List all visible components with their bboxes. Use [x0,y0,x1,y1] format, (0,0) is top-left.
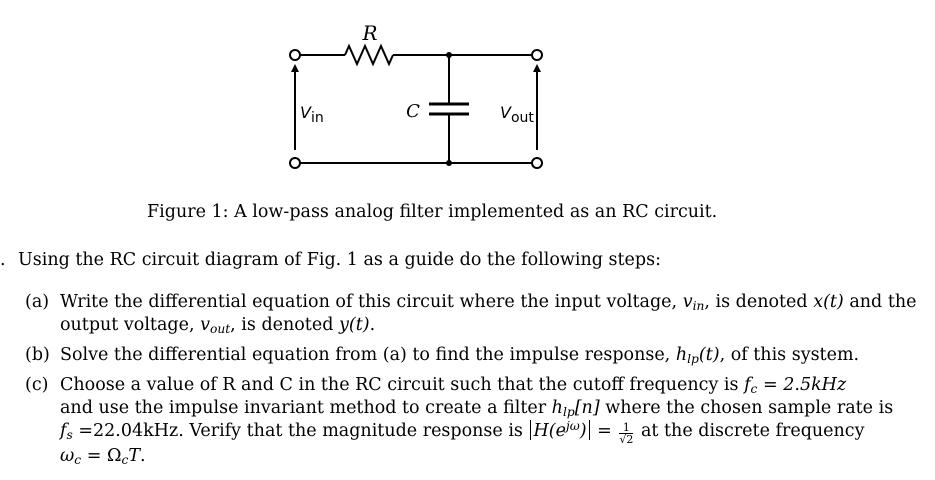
item-b-text: Solve the differential equation from (a)… [60,345,671,365]
vin-arrowhead [291,64,299,72]
item-a-vin: v [682,292,693,312]
item-a-end1: and the [849,292,917,312]
svg-text:Vin: Vin [300,103,324,126]
item-c-Omega-sub: c [121,453,129,467]
resistor-label: R [361,21,377,45]
item-c-eq4: = Ω [86,446,122,466]
item-c-fs-sub: s [66,428,73,442]
item-c-line4: ωc = ΩcT. [60,445,860,468]
item-c-omega: ω [60,446,75,466]
item-c-fs: f [60,421,67,441]
item-a-yt: y(t) [338,315,370,335]
item-c-line2: and use the impulse invariant method to … [60,397,893,420]
item-a-vout: v [200,315,210,335]
item-label-a: (a) [25,292,50,312]
terminal-in-bottom [289,157,301,169]
vout-arrowhead [533,64,541,72]
item-c-h-arg: [n] [574,398,600,418]
item-a-vin-sub: in [692,299,705,313]
item-a-xt: x(t) [813,292,844,312]
vin-label-sub: in [311,110,324,126]
item-a-mid1: , is denoted [704,292,808,312]
item-a-line2: output voltage, vout, is denoted y(t). [60,314,860,337]
item-c-H-end: ) [579,421,587,441]
item-c-h-sub: lp [562,405,575,419]
item-c-H-sup: jω [565,419,580,433]
item-c-H: H(e [533,421,566,441]
item-a-vout-sub: out [209,322,231,336]
item-a-text2: output voltage, [60,315,195,335]
item-c-sample-rate: =22.04kHz. [78,421,184,441]
terminal-out-bottom [531,157,543,169]
fraction-numerator: 1 [619,422,634,434]
item-c-line3: fs =22.04kHz. Verify that the magnitude … [60,419,864,446]
item-c-line1: Choose a value of R and C in the RC circ… [60,374,860,397]
item-label-c: (c) [25,375,49,395]
terminal-in-top [289,49,301,61]
resistor-symbol [344,43,394,67]
terminal-out-top [531,49,543,61]
item-c-end2: where the chosen sample rate is [605,398,894,418]
item-b-end: , of this system. [719,345,860,365]
item-a-end2: . [369,315,376,335]
question-number-fragment: . [0,250,6,270]
vin-label: V [300,103,312,122]
capacitor-label: C [406,101,420,122]
abs-bar-right [588,420,590,440]
item-b-h-sub: lp [687,352,699,366]
fraction-one-over-root-two: 1√2 [619,422,634,446]
fraction-denominator: √2 [619,433,634,446]
item-c-text3: Verify that the magnitude response is [189,421,523,441]
item-c-cutoff-value: 2.5kHz [783,375,847,395]
item-c-text1: Choose a value of R and C in the RC circ… [60,375,739,395]
item-c-omega-sub: c [74,453,82,467]
item-c-eq1: = [763,375,778,395]
figure-caption: Figure 1: A low-pass analog filter imple… [147,202,718,222]
item-a-text1: Write the differential equation of this … [60,292,678,312]
vout-label-sub: out [511,110,534,126]
item-c-h: h [551,398,563,418]
abs-bar-left [530,420,532,440]
item-label-b: (b) [25,345,50,365]
svg-text:Vout: Vout [500,103,534,126]
item-b-h-arg: (t) [698,345,720,365]
question-intro: Using the RC circuit diagram of Fig. 1 a… [18,250,661,270]
junction-dot-top [446,52,452,58]
item-c-end4: . [140,446,146,466]
vout-label: V [500,103,512,122]
item-c-T: T [128,446,141,466]
item-c-end3: at the discrete frequency [640,421,865,441]
item-b-line1: Solve the differential equation from (a)… [60,344,860,367]
rc-circuit-diagram: R C Vin Vout [289,21,543,169]
item-c-fc: f [744,375,751,395]
item-c-text2: and use the impulse invariant method to … [60,398,547,418]
item-a-mid2: , is denoted [230,315,334,335]
item-b-h: h [675,345,688,365]
item-a-line1: Write the differential equation of this … [60,291,916,314]
item-c-fc-sub: c [750,382,758,396]
item-c-eq3: = [597,421,612,441]
junction-dot-bottom [446,160,452,166]
